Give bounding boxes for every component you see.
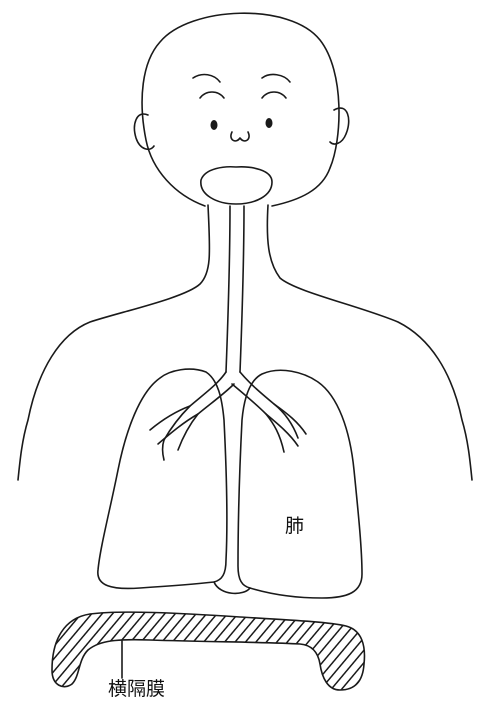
right-eyebrow: [262, 75, 290, 82]
left-eye: [211, 120, 218, 130]
diaphragm: [52, 612, 364, 690]
diaphragm-label: 横隔膜: [108, 680, 165, 699]
head: [135, 13, 349, 206]
left-eyebrow: [193, 75, 220, 82]
left-lung: [98, 369, 227, 588]
mouth: [201, 167, 272, 204]
left-bronchus: [150, 372, 234, 460]
torso: [18, 205, 472, 480]
trachea: [226, 206, 244, 372]
left-eyelid: [200, 92, 224, 98]
lung-label: 肺: [285, 517, 304, 536]
diaphragm-muscle: [52, 612, 364, 690]
nose: [231, 132, 249, 141]
right-eye: [266, 118, 273, 128]
right-eyelid: [262, 92, 286, 98]
face: [193, 75, 290, 204]
lungs: [98, 369, 362, 598]
